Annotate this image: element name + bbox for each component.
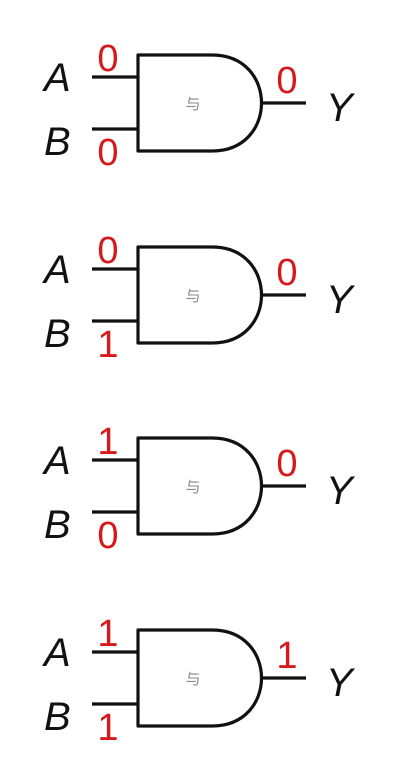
input-b-value: 0 bbox=[97, 132, 118, 174]
output-y-label: Y bbox=[326, 278, 356, 322]
output-y-label: Y bbox=[326, 469, 356, 513]
output-y-value: 0 bbox=[276, 60, 297, 102]
input-b-value: 0 bbox=[97, 515, 118, 557]
input-b-label: B bbox=[44, 503, 71, 547]
output-y-label: Y bbox=[326, 86, 356, 130]
output-y-value: 0 bbox=[276, 443, 297, 485]
input-b-label: B bbox=[44, 120, 71, 164]
and-gate-body bbox=[136, 628, 264, 728]
input-b-value: 1 bbox=[97, 324, 118, 366]
gate-row: 与 AB Y 1 0 0 bbox=[42, 421, 356, 557]
gate-glyph: 与 bbox=[185, 670, 200, 688]
gate-glyph: 与 bbox=[185, 287, 200, 305]
input-a-value: 1 bbox=[97, 613, 118, 655]
output-y-value: 1 bbox=[276, 635, 297, 677]
input-a-label: A bbox=[42, 439, 71, 483]
and-gate-body bbox=[136, 245, 264, 345]
output-y-value: 0 bbox=[276, 252, 297, 294]
output-y-label: Y bbox=[326, 661, 356, 705]
input-a-value: 1 bbox=[97, 421, 118, 463]
input-a-label: A bbox=[42, 248, 71, 292]
input-a-value: 0 bbox=[97, 230, 118, 272]
input-b-label: B bbox=[44, 312, 71, 356]
input-a-label: A bbox=[42, 56, 71, 100]
input-a-value: 0 bbox=[97, 38, 118, 80]
input-b-value: 1 bbox=[97, 707, 118, 749]
input-b-label: B bbox=[44, 695, 71, 739]
gate-glyph: 与 bbox=[185, 95, 200, 113]
and-gate-body bbox=[136, 436, 264, 536]
and-gate-body bbox=[136, 53, 264, 153]
gate-glyph: 与 bbox=[185, 478, 200, 496]
input-a-label: A bbox=[42, 631, 71, 675]
